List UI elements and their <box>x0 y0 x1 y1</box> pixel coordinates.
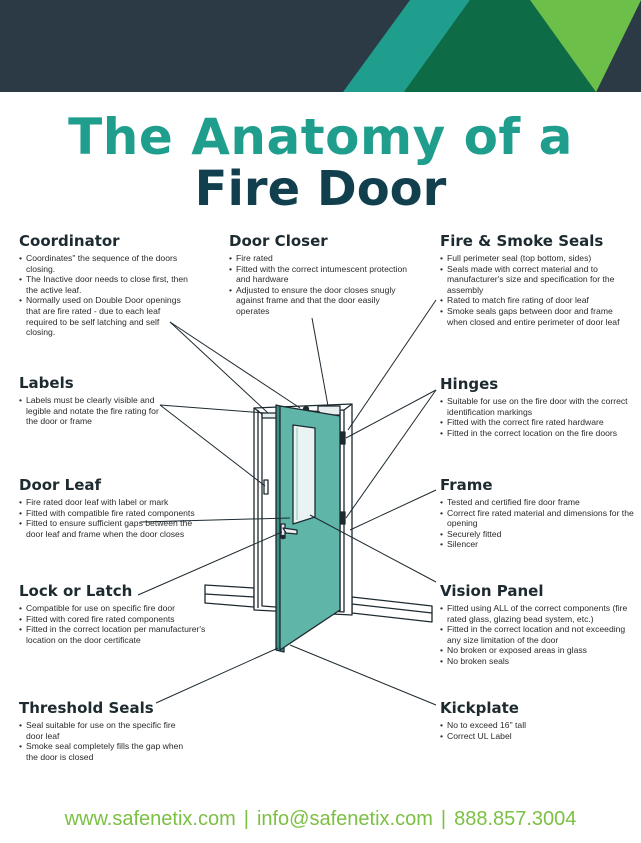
hinge-top <box>340 431 346 445</box>
footer-email[interactable]: info@safenetix.com <box>256 808 433 830</box>
lock-latch-item: Fitted in the correct location per manuf… <box>19 624 209 645</box>
coordinator-item: Coordinates" the sequence of the doors c… <box>19 253 189 274</box>
leader-threshold-seals <box>155 647 279 704</box>
title-line-1: The Anatomy of a <box>68 108 573 166</box>
kickplate-item: No to exceed 16" tall <box>440 720 635 731</box>
threshold-seals-item: Smoke seal completely fills the gap when… <box>19 741 194 762</box>
vision-panel-item: No broken seals <box>440 656 635 667</box>
header-triangle-darkgreen <box>404 0 596 92</box>
header-stripe-teal <box>343 0 470 92</box>
leader-labels-1 <box>159 404 266 414</box>
heading-door-closer: Door Closer <box>229 232 328 250</box>
labels-item: Labels must be clearly visible and legib… <box>19 395 159 427</box>
section-coordinator: Coordinator Coordinates" the sequence of… <box>19 233 189 338</box>
door-leaf-item: Fire rated door leaf with label or mark <box>19 497 199 508</box>
section-door-closer: Door Closer Fire rated Fitted with the c… <box>229 233 409 317</box>
wall-right-base-line <box>351 603 433 614</box>
heading-frame: Frame <box>440 476 493 494</box>
door-closer-body <box>317 405 341 416</box>
vision-panel <box>292 424 316 525</box>
door-closer-pivot <box>302 405 310 413</box>
heading-fire-smoke-seals: Fire & Smoke Seals <box>440 232 604 250</box>
heading-coordinator: Coordinator <box>19 232 120 250</box>
door-leaf-edge <box>275 404 285 653</box>
section-frame: Frame Tested and certified fire door fra… <box>440 477 635 550</box>
fire-smoke-seals-item: Full perimeter seal (top bottom, sides) <box>440 253 635 264</box>
lock-latch-item: Compatible for use on specific fire door <box>19 603 209 614</box>
heading-lock-latch: Lock or Latch <box>19 582 133 600</box>
section-door-leaf: Door Leaf Fire rated door leaf with labe… <box>19 477 199 539</box>
hinges-item: Suitable for use on the fire door with t… <box>440 396 635 417</box>
door-closer-item: Adjusted to ensure the door closes snugl… <box>229 285 409 317</box>
section-lock-latch: Lock or Latch Compatible for use on spec… <box>19 583 209 645</box>
leader-kickplate <box>289 644 437 706</box>
header-banner <box>0 0 641 92</box>
frame-item: Securely fitted <box>440 529 635 540</box>
heading-door-leaf: Door Leaf <box>19 476 102 494</box>
lock-escutcheon <box>280 523 286 539</box>
kickplate-item: Correct UL Label <box>440 731 635 742</box>
door-frame-inner <box>261 409 345 613</box>
footer-contact: www.safenetix.com | info@safenetix.com | 888… <box>0 808 641 831</box>
wall-left-base <box>204 584 255 608</box>
hinges-item: Fitted with the correct fire rated hardw… <box>440 417 635 428</box>
footer-separator: | <box>440 808 447 830</box>
vision-panel-item: No broken or exposed areas in glass <box>440 645 635 656</box>
title-line-2: Fire Door <box>194 161 447 217</box>
lock-latch-item: Fitted with cored fire rated components <box>19 614 209 625</box>
section-kickplate: Kickplate No to exceed 16" tall Correct … <box>440 700 635 741</box>
heading-kickplate: Kickplate <box>440 699 519 717</box>
leader-labels-2 <box>159 404 266 487</box>
coordinator-item: The Inactive door needs to close first, … <box>19 274 189 295</box>
coordinator-item: Normally used on Double Door openings th… <box>19 295 189 337</box>
footer-separator: | <box>243 808 249 830</box>
fire-smoke-seals-item: Seals made with correct material and to … <box>440 264 635 296</box>
section-threshold-seals: Threshold Seals Seal suitable for use on… <box>19 700 194 762</box>
door-leaf-item: Fitted to ensure sufficient gaps between… <box>19 518 199 539</box>
door-leaf <box>279 405 341 651</box>
door-frame <box>253 403 353 616</box>
door-leaf-item: Fitted with compatible fire rated compon… <box>19 508 199 519</box>
heading-threshold-seals: Threshold Seals <box>19 699 154 717</box>
section-vision-panel: Vision Panel Fitted using ALL of the cor… <box>440 583 635 667</box>
heading-vision-panel: Vision Panel <box>440 582 544 600</box>
footer-phone[interactable]: 888.857.3004 <box>454 808 577 830</box>
threshold-seals-item: Seal suitable for use on the specific fi… <box>19 720 194 741</box>
wall-right-base <box>351 596 433 623</box>
leader-coordinator-2 <box>169 321 301 409</box>
leader-vision-panel <box>309 514 437 583</box>
coordinator-bar <box>261 412 279 419</box>
fire-smoke-seals-item: Smoke seals gaps between door and frame … <box>440 306 635 327</box>
leader-door-closer <box>311 317 329 407</box>
hinge-bottom <box>340 511 346 525</box>
vision-panel-item: Fitted in the correct location and not e… <box>440 624 635 645</box>
wall-left-base-line <box>204 593 255 598</box>
frame-item: Tested and certified fire door frame <box>440 497 635 508</box>
frame-item: Silencer <box>440 539 635 550</box>
section-hinges: Hinges Suitable for use on the fire door… <box>440 376 635 438</box>
frame-stop-right <box>343 403 353 411</box>
leader-hinges-1 <box>345 389 437 439</box>
vision-panel-item: Fitted using ALL of the correct componen… <box>440 603 635 624</box>
header-triangle-lightgreen-2 <box>560 0 641 92</box>
frame-label <box>263 479 269 495</box>
lock-cylinder <box>280 534 286 540</box>
section-labels: Labels Labels must be clearly visible an… <box>19 375 159 427</box>
leader-fire-smoke-seals <box>347 299 437 431</box>
fire-smoke-seals-item: Rated to match fire rating of door leaf <box>440 295 635 306</box>
door-closer-arm <box>303 409 321 413</box>
door-closer-item: Fire rated <box>229 253 409 264</box>
lever-handle <box>282 527 298 535</box>
section-fire-smoke-seals: Fire & Smoke Seals Full perimeter seal (… <box>440 233 635 327</box>
heading-labels: Labels <box>19 374 74 392</box>
frame-item: Correct fire rated material and dimensio… <box>440 508 635 529</box>
heading-hinges: Hinges <box>440 375 499 393</box>
leader-hinges-2 <box>345 389 437 519</box>
leader-frame <box>349 489 437 531</box>
hinges-item: Fitted in the correct location on the fi… <box>440 428 635 439</box>
frame-depth-top <box>253 407 263 415</box>
door-closer-item: Fitted with the correct intumescent prot… <box>229 264 409 285</box>
footer-website[interactable]: www.safenetix.com <box>64 808 236 830</box>
